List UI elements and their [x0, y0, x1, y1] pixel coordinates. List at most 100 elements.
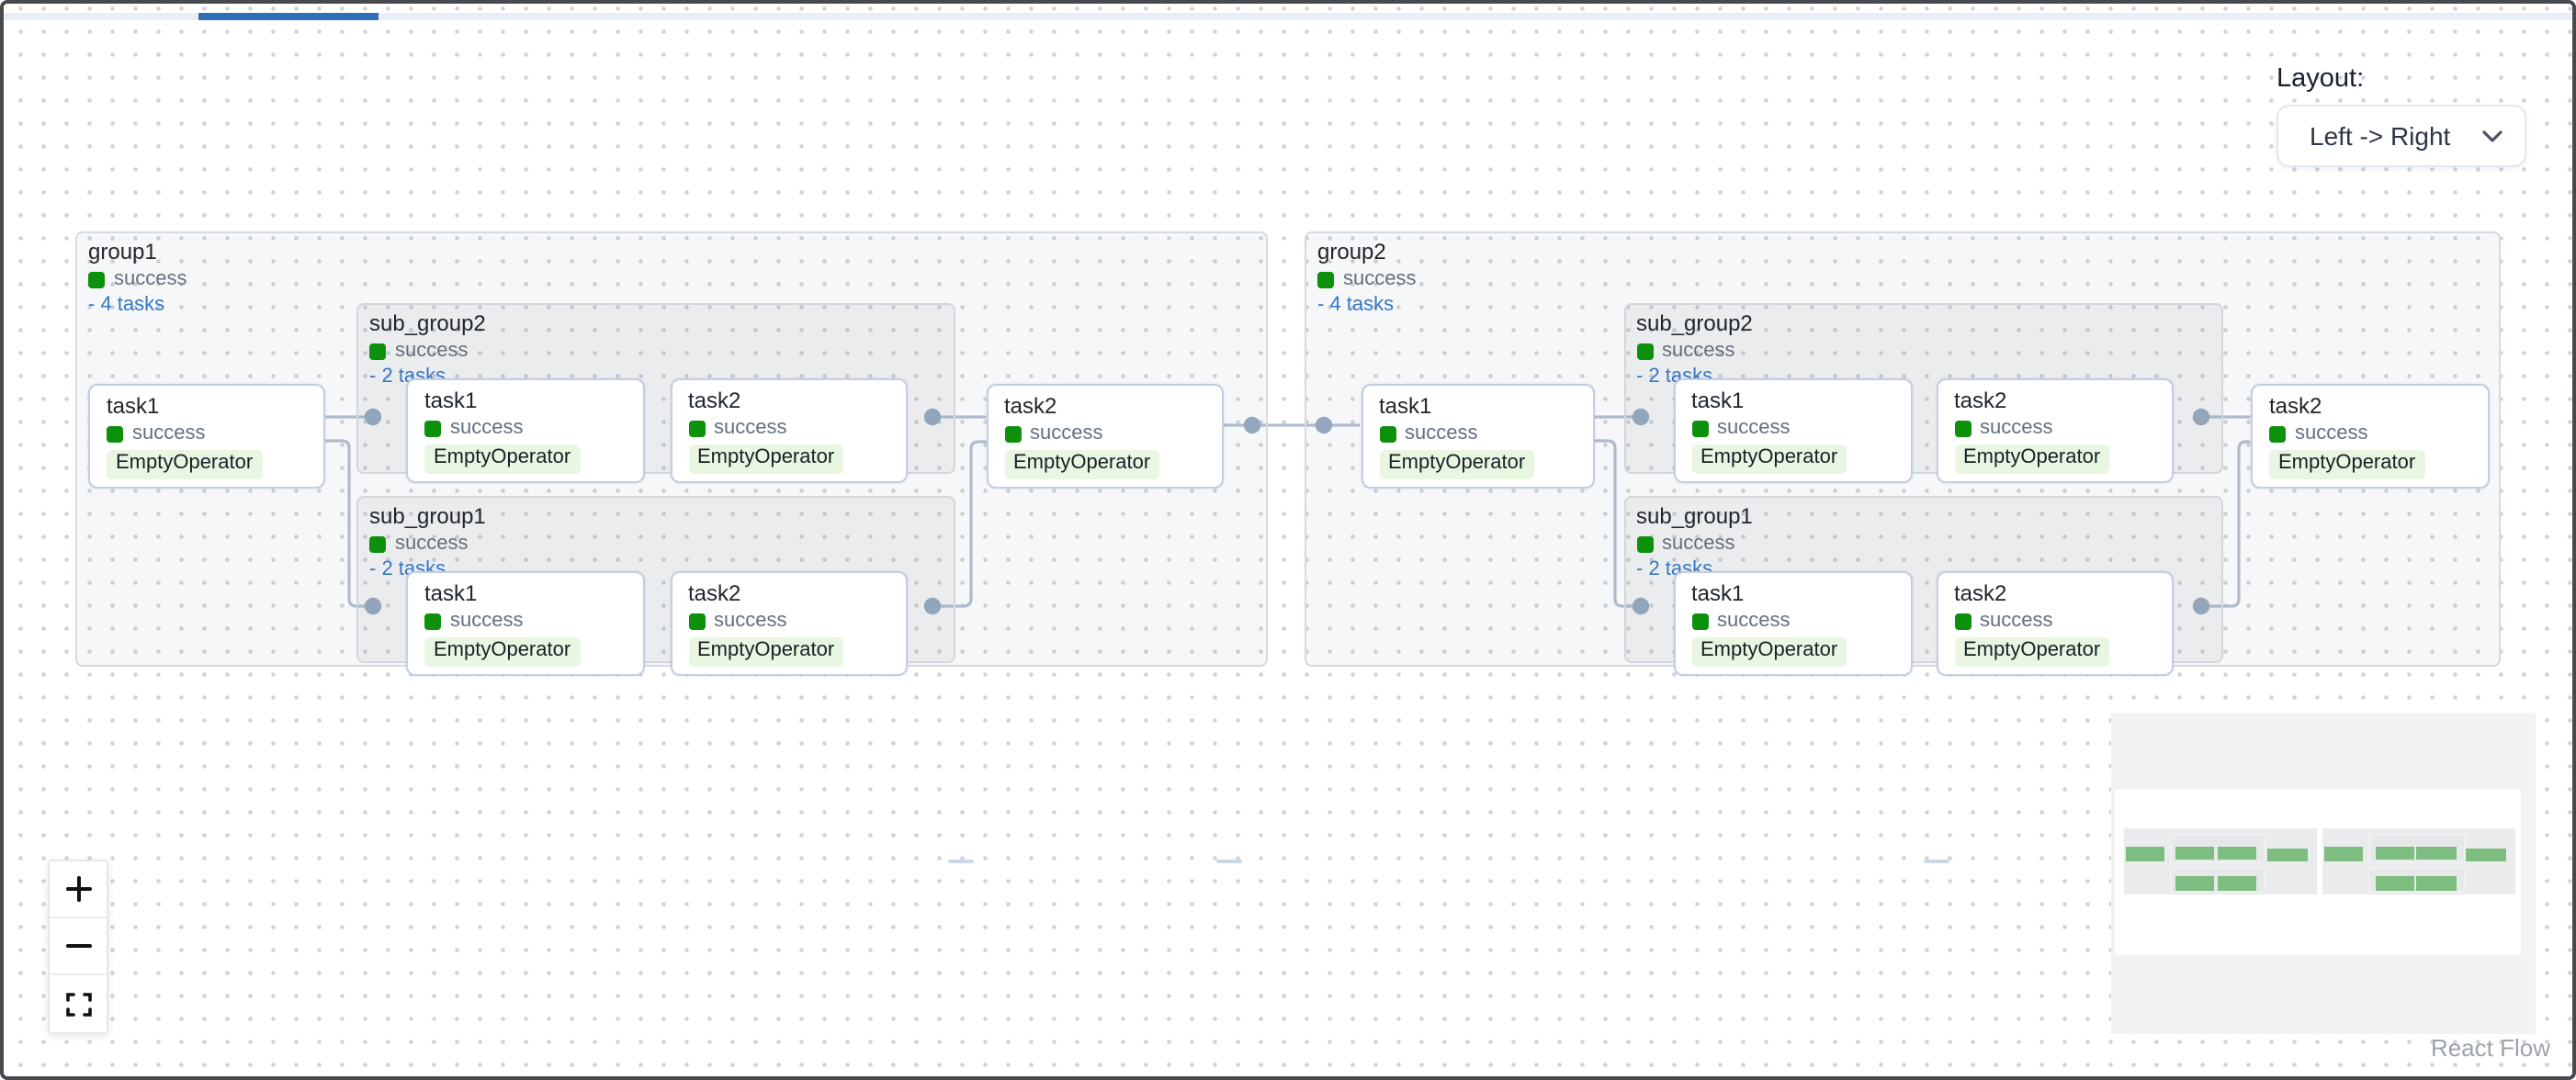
task-status-label: success	[450, 417, 524, 440]
task-group-sub-group1[interactable]: sub_group1 success - 2 tasks task1 succe…	[1623, 495, 2223, 676]
group-status-label: success	[1662, 532, 1735, 555]
task-status-row: success	[1379, 422, 1576, 445]
operator-badge: EmptyOperator	[688, 444, 844, 475]
task-node-task1[interactable]: task1 success EmptyOperator	[406, 570, 645, 676]
minimap-task	[2125, 847, 2164, 861]
status-success-icon	[107, 426, 123, 444]
task-node-task2[interactable]: task2 success EmptyOperator	[2251, 384, 2489, 489]
task-node-task2[interactable]: task2 success EmptyOperator	[670, 378, 907, 484]
task-node-task2[interactable]: task2 success EmptyOperator	[986, 384, 1223, 489]
task-node-task1[interactable]: task1 success EmptyOperator	[1361, 384, 1594, 489]
task-status-row: success	[424, 417, 627, 440]
task-group-sub-group2[interactable]: sub_group2 success - 2 tasks task1 succe…	[1623, 303, 2223, 484]
zoom-in-button[interactable]	[50, 861, 107, 918]
task-status-label: success	[1980, 417, 2053, 440]
status-success-icon	[1004, 426, 1021, 444]
task-group-group2[interactable]: group2 success - 4 tasks task1 success E…	[1305, 231, 2501, 676]
status-success-icon	[369, 535, 386, 553]
group-status-row: success	[369, 534, 954, 555]
operator-badge: EmptyOperator	[1954, 444, 2110, 475]
task-status-label: success	[1980, 609, 2053, 632]
group-title: sub_group2	[1636, 310, 1753, 336]
task-status-label: success	[1405, 422, 1478, 445]
task-node-task1[interactable]: task1 success EmptyOperator	[1673, 570, 1913, 676]
operator-badge: EmptyOperator	[1691, 636, 1847, 667]
group-status-label: success	[1662, 340, 1735, 363]
edge-stub	[948, 860, 974, 863]
status-success-icon	[2269, 426, 2286, 444]
task-node-task2[interactable]: task2 success EmptyOperator	[1936, 378, 2174, 484]
status-success-icon	[1691, 613, 1708, 630]
task-status-row: success	[1954, 609, 2155, 632]
task-title: task1	[424, 579, 478, 605]
status-success-icon	[424, 613, 441, 630]
task-title: task1	[1691, 388, 1745, 413]
layout-direction-value: Left -> Right	[2310, 121, 2451, 151]
group-status-label: success	[395, 532, 469, 555]
group-collapse-link[interactable]: - 4 tasks	[1317, 294, 1395, 317]
minimap[interactable]	[2111, 713, 2536, 1034]
task-title: task2	[688, 579, 741, 605]
minimap-task	[2217, 876, 2256, 890]
task-title: task2	[688, 388, 741, 413]
plus-icon	[65, 876, 91, 902]
layout-direction-select[interactable]: Left -> Right	[2277, 105, 2526, 167]
task-title: task2	[1954, 388, 2007, 413]
task-status-label: success	[1717, 417, 1791, 440]
task-title: task1	[424, 388, 478, 413]
task-node-task2[interactable]: task2 success EmptyOperator	[670, 570, 907, 676]
task-group-sub-group1[interactable]: sub_group1 success - 2 tasks task1 succe…	[356, 495, 955, 676]
operator-badge: EmptyOperator	[424, 636, 581, 667]
group-header: sub_group1 success - 2 tasks	[358, 497, 954, 582]
status-success-icon	[1954, 613, 1971, 630]
group-title: sub_group2	[369, 310, 486, 336]
status-success-icon	[424, 421, 441, 438]
task-group-group1[interactable]: group1 success - 4 tasks task1 success E…	[75, 231, 1268, 676]
layout-label: Layout:	[2277, 64, 2365, 94]
group-status-label: success	[395, 340, 469, 363]
minimap-task	[2375, 846, 2413, 860]
task-node-task1[interactable]: task1 success EmptyOperator	[88, 384, 325, 489]
minimap-task	[2416, 876, 2456, 890]
minimap-task	[2266, 848, 2307, 861]
status-success-icon	[1636, 535, 1653, 553]
minimap-task	[2375, 876, 2413, 890]
status-success-icon	[369, 343, 386, 361]
canvas-controls	[48, 860, 108, 1034]
group-status-label: success	[114, 268, 187, 291]
graph-canvas[interactable]: group1 success - 4 tasks task1 success E…	[4, 4, 2572, 1076]
group-collapse-link[interactable]: - 4 tasks	[88, 294, 165, 317]
status-success-icon	[1379, 426, 1395, 444]
fit-view-button[interactable]	[50, 975, 107, 1032]
task-status-row: success	[688, 611, 888, 632]
status-success-icon	[688, 613, 705, 630]
react-flow-attribution: React Flow	[2430, 1034, 2550, 1062]
task-status-row: success	[1004, 424, 1204, 445]
edge-stub	[1924, 860, 1949, 863]
group-status-row: success	[369, 340, 954, 363]
task-status-row: success	[2269, 424, 2470, 445]
operator-badge: EmptyOperator	[1691, 444, 1847, 475]
task-status-label: success	[1717, 609, 1791, 632]
minimap-task	[2175, 846, 2214, 860]
task-group-sub-group2[interactable]: sub_group2 success - 2 tasks task1 succe…	[356, 303, 955, 484]
task-node-task1[interactable]: task1 success EmptyOperator	[1673, 378, 1913, 484]
operator-badge: EmptyOperator	[688, 636, 844, 667]
minimap-task	[2324, 847, 2363, 861]
task-node-task1[interactable]: task1 success EmptyOperator	[406, 378, 645, 484]
task-node-task2[interactable]: task2 success EmptyOperator	[1936, 570, 2174, 676]
layout-panel: Layout: Left -> Right	[2277, 64, 2526, 167]
task-title: task1	[1691, 579, 1745, 605]
zoom-out-button[interactable]	[50, 918, 107, 975]
task-status-label: success	[714, 417, 787, 440]
chevron-down-icon	[2482, 129, 2503, 142]
group-header: sub_group1 success - 2 tasks	[1625, 497, 2221, 582]
status-success-icon	[688, 421, 705, 438]
group-status-row: success	[1636, 534, 2221, 555]
operator-badge: EmptyOperator	[1004, 450, 1160, 480]
status-success-icon	[1636, 343, 1653, 361]
operator-badge: EmptyOperator	[1954, 636, 2110, 667]
minimap-task	[2217, 846, 2256, 860]
edge-stub	[1216, 860, 1242, 863]
group-title: group2	[1317, 239, 1386, 264]
